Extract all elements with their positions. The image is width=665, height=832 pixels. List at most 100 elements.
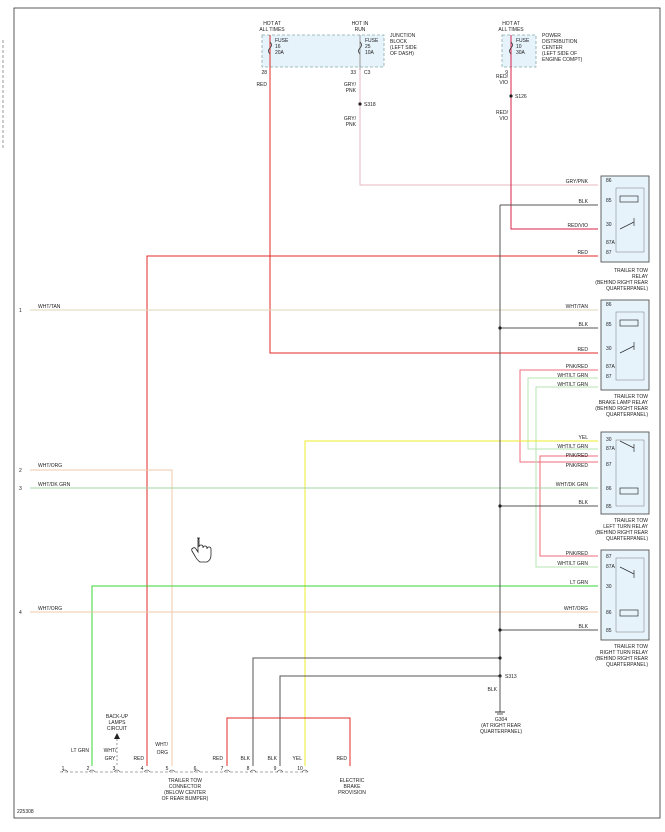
fuse10-label: FUSE — [516, 38, 530, 44]
label-blk-right: BLK — [579, 624, 589, 630]
wire-wht-org-a — [30, 469, 173, 766]
conn-pin-1: 1 — [62, 766, 65, 772]
backup-label-2: LAMPS — [109, 720, 127, 726]
label-blk-ground: BLK — [488, 687, 498, 693]
connector-label-4: OF REAR BUMPER) — [162, 796, 209, 802]
right-relay-label-2: RIGHT TURN RELAY — [600, 650, 649, 656]
brake-pin30: 30 — [606, 346, 612, 352]
junction-block-box — [261, 34, 385, 68]
relay-wire-labels: GRY/PNK BLK RED/VIO RED WHT/TAN BLK RED … — [488, 179, 589, 693]
connector-label-1: TRAILER TOW — [168, 778, 202, 784]
pdc-box — [501, 34, 537, 68]
ebrake-label-1: ELECTRIC — [340, 778, 365, 784]
left-relay-switch — [619, 440, 635, 452]
left-turn-relay: 30 87A 87 86 85 TRAILER TOW LEFT TURN RE… — [595, 431, 650, 542]
left-relay-label-1: TRAILER TOW — [614, 518, 648, 524]
pin-28: 28 — [261, 70, 267, 76]
label-blk-tow: BLK — [579, 199, 589, 205]
conn-pin-10: 10 — [297, 766, 303, 772]
left-relay-box — [600, 431, 650, 515]
terminal-4 — [143, 769, 151, 773]
conn-pin-4: 4 — [141, 766, 144, 772]
conn-wire-3-l1: WHT/ — [104, 748, 117, 754]
hand-cursor-shape — [191, 537, 212, 563]
hot-in-label: HOT IN — [352, 21, 369, 27]
right-relay-box — [600, 549, 650, 641]
label-pnk-red-right: PNK/RED — [566, 551, 589, 557]
right-relay-label-1: TRAILER TOW — [614, 644, 648, 650]
conn-wire-5-l1: WHT/ — [155, 742, 168, 748]
label-blk-left: BLK — [579, 500, 589, 506]
fuse25-symbol — [358, 41, 362, 55]
label-pnk-2: PNK — [346, 122, 357, 128]
terminal-2 — [88, 769, 96, 773]
splice-blk-right — [498, 628, 502, 632]
label-red-vio-30: RED/VIO — [567, 223, 588, 229]
connector-terminals — [61, 769, 309, 773]
junction-label-4: OF DASH) — [390, 51, 414, 57]
label-pnk-red-left-a: PNK/RED — [566, 453, 589, 459]
conn-pin-6: 6 — [194, 766, 197, 772]
label-s126: S126 — [515, 94, 527, 100]
conn-pin-7: 7 — [221, 766, 224, 772]
backup-lamps-circuit: BACK-UP LAMPS CIRCUIT — [106, 714, 129, 766]
fuse16-amps: 20A — [275, 50, 285, 56]
fuse16-number: 16 — [275, 44, 281, 50]
ground-g304-loc1: (AT RIGHT REAR — [481, 723, 521, 729]
backup-label-3: CIRCUIT — [107, 726, 127, 732]
brake-relay-switch — [619, 342, 635, 354]
terminal-5 — [168, 769, 176, 773]
wire-red-fuse16 — [269, 70, 598, 354]
tow-relay-label-3: (BEHIND RIGHT REAR — [595, 280, 648, 286]
label-wht-ltgrn-left: WHT/LT GRN — [557, 444, 588, 450]
label-wht-tan-relay: WHT/TAN — [566, 304, 589, 310]
label-red-fuse16: RED — [256, 82, 267, 88]
trailer-tow-relay: 86 85 30 87A 87 TRAILER TOW RELAY (BEHIN… — [595, 175, 650, 292]
tow-relay-box — [600, 175, 650, 263]
left-pin30: 30 — [606, 437, 612, 443]
conn-pin-2: 2 — [87, 766, 90, 772]
wire-blk-pin8 — [252, 657, 500, 766]
label-gry-pnk-86: GRY/PNK — [566, 179, 589, 185]
connector-label-2: CONNECTOR — [169, 784, 202, 790]
junction-block: HOT AT ALL TIMES HOT IN RUN FUSE 16 20A … — [259, 21, 417, 76]
left-relay-inner — [615, 439, 645, 507]
label-s318: S318 — [364, 102, 376, 108]
terminal-8 — [249, 769, 257, 773]
splices — [358, 94, 513, 678]
conn-wire-8-l1: BLK — [241, 756, 251, 762]
terminal-7 — [223, 769, 231, 773]
fuse10-amps: 30A — [516, 50, 526, 56]
tow-pin86: 86 — [606, 178, 612, 184]
left-relay-label-2: LEFT TURN RELAY — [603, 524, 648, 530]
pdc-label-3: CENTER — [542, 45, 563, 51]
pdc-label-4: (LEFT SIDE OF — [542, 51, 577, 57]
splice-s126 — [509, 94, 513, 98]
left-relay-label-4: QUARTERPANEL) — [606, 536, 648, 542]
label-blk-brake: BLK — [579, 322, 589, 328]
ground-g304: G304 (AT RIGHT REAR QUARTERPANEL) — [480, 676, 522, 735]
wires — [30, 70, 598, 766]
ground-g304-id: G304 — [495, 717, 507, 723]
left-pin85: 85 — [606, 504, 612, 510]
splice-blk-brake — [498, 326, 502, 330]
conn-wire-3-l2: GRY — [105, 756, 116, 762]
diagram-frame — [13, 7, 661, 819]
brake-relay-inner — [615, 311, 645, 381]
wire-red-ebrake — [226, 717, 351, 766]
backup-label-1: BACK-UP — [106, 714, 129, 720]
brake-pin86: 86 — [606, 302, 612, 308]
left-relay-label-3: (BEHIND RIGHT REAR — [595, 530, 648, 536]
pdc-hot-at: HOT AT — [502, 21, 520, 27]
fuse16-symbol — [268, 41, 272, 55]
pdc-all-times: ALL TIMES — [498, 27, 524, 33]
tow-relay-label-2: RELAY — [632, 274, 649, 280]
terminal-10 — [301, 769, 309, 773]
conn-pin-9: 9 — [274, 766, 277, 772]
conn-pin-3: 3 — [113, 766, 116, 772]
ground-g304-loc2: QUARTERPANEL) — [480, 729, 522, 735]
ebrake-label-2: BRAKE — [344, 784, 362, 790]
label-wht-tan-left: WHT/TAN — [38, 304, 61, 310]
label-red-vio-1b: VIO — [499, 80, 508, 86]
